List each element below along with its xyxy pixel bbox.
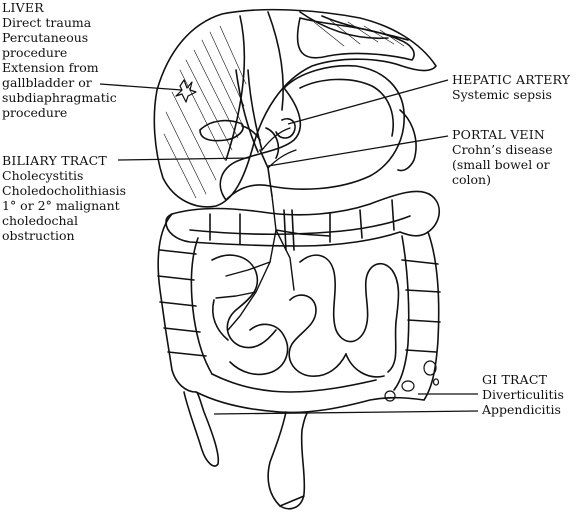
portal-cause-2: (small bowel or [452, 157, 550, 172]
appendix-drawing [183, 391, 220, 467]
liver-label: LIVER Direct trauma Percutaneous procedu… [2, 0, 117, 120]
liver-cause-2: Percutaneous [2, 30, 89, 45]
liver-title: LIVER [2, 0, 44, 15]
liver-cause-4: Extension from [2, 60, 99, 75]
biliary-cause-2: Choledocholithiasis [2, 183, 126, 198]
gi-title: GI TRACT [482, 372, 548, 387]
hepatic-artery-leader-line [287, 79, 449, 125]
portal-vein-label: PORTAL VEIN Crohn’s disease (small bowel… [452, 127, 553, 187]
ascending-colon-drawing [157, 213, 213, 393]
diverticula-drawing [384, 360, 440, 402]
liver-abscess-mark [175, 79, 197, 103]
hepatic-artery-label: HEPATIC ARTERY Systemic sepsis [452, 72, 570, 102]
biliary-cause-3: 1° or 2° malignant [2, 198, 120, 213]
liver-drawing [153, 8, 437, 208]
liver-cause-3: procedure [2, 45, 68, 60]
liver-cause-7: procedure [2, 105, 68, 120]
sigmoid-rectum-drawing [195, 373, 425, 510]
portal-venous-system-drawing [215, 195, 331, 331]
portal-vein-leader-line [267, 135, 449, 167]
portal-cause-1: Crohn’s disease [452, 142, 553, 157]
portal-title: PORTAL VEIN [452, 127, 546, 142]
stomach-drawing [219, 64, 417, 201]
appendicitis-leader-line [213, 410, 479, 415]
hepatic-title: HEPATIC ARTERY [452, 72, 571, 87]
hepatic-cause-1: Systemic sepsis [452, 87, 552, 102]
liver-cause-6: subdiaphragmatic [2, 90, 117, 105]
biliary-leader-line [117, 157, 251, 161]
gi-cause-2: Appendicitis [482, 402, 561, 417]
biliary-title: BILIARY TRACT [2, 153, 107, 168]
biliary-tract-label: BILIARY TRACT Cholecystitis Choledocholi… [2, 153, 126, 243]
leader-lines [99, 79, 479, 415]
gallbladder-drawing [199, 69, 273, 197]
portal-cause-3: colon) [452, 172, 491, 187]
transverse-colon-drawing [165, 190, 440, 251]
biliary-cause-5: obstruction [2, 228, 75, 243]
gi-tract-label: GI TRACT Diverticulitis Appendicitis [482, 372, 564, 417]
descending-colon-drawing [393, 231, 441, 401]
liver-cause-5: gallbladder or [2, 75, 92, 90]
gi-cause-1: Diverticulitis [482, 387, 564, 402]
biliary-cause-1: Cholecystitis [2, 168, 84, 183]
small-bowel-drawing [211, 254, 400, 378]
liver-leader-line [99, 83, 183, 91]
liver-cause-1: Direct trauma [2, 15, 92, 30]
biliary-cause-4: choledochal [2, 213, 79, 228]
